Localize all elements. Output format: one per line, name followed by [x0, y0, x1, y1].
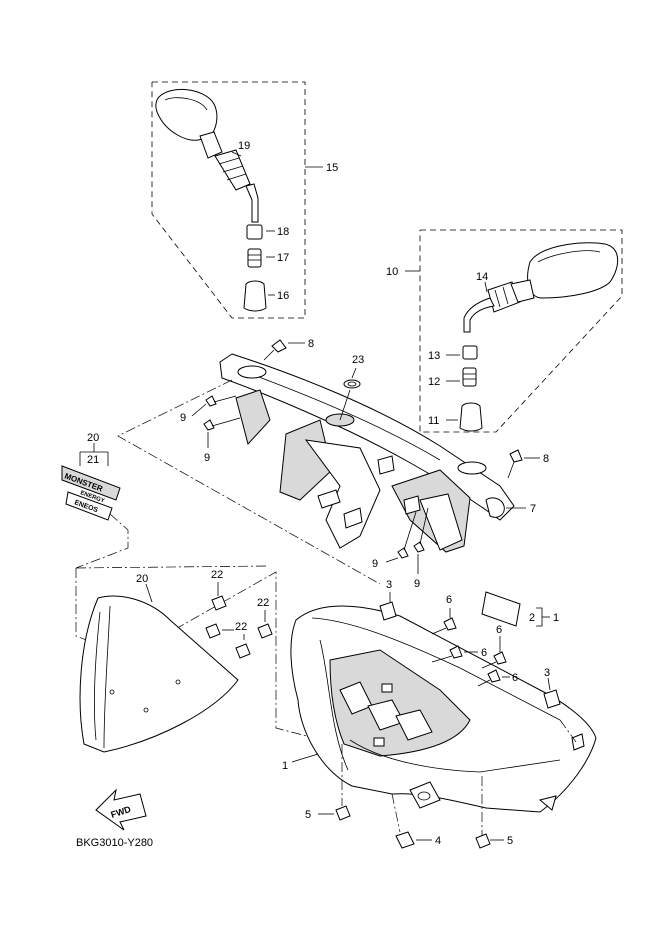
mirror-left-boot: [214, 149, 251, 191]
bracket-hole-left: [237, 365, 267, 379]
callout-22b: 22: [235, 621, 247, 633]
label-plate: 2 1: [481, 591, 559, 627]
screws-5: 5 5: [305, 744, 513, 849]
mirror-left-stem: [199, 131, 223, 159]
mirror-left-base: [243, 280, 267, 312]
callout-20a: 20: [87, 432, 99, 444]
rubber-grommets: 22 22 22: [205, 569, 273, 659]
screws-8: 8 8: [263, 338, 549, 479]
callout-22a: 22: [211, 569, 223, 581]
callout-18: 18: [277, 226, 289, 238]
callout-9b: 9: [204, 452, 210, 464]
callout-15: 15: [326, 162, 338, 174]
callout-9c: 9: [372, 558, 378, 570]
bracket-hole-right: [457, 461, 487, 475]
callout-3b: 3: [544, 667, 550, 679]
callout-1: 1: [553, 612, 559, 624]
callout-9d: 9: [414, 578, 420, 590]
mirror-right-base: [459, 402, 483, 432]
callout-5a: 5: [305, 809, 311, 821]
callout-4: 4: [435, 835, 441, 847]
callout-6c: 6: [496, 624, 502, 636]
callout-16: 16: [277, 290, 289, 302]
reference-lines: [75, 379, 381, 741]
bracket-stay: 7: [219, 353, 536, 553]
callout-1b: 1: [282, 760, 288, 772]
decal-eneos: [65, 491, 113, 521]
mirror-right-head: [527, 242, 619, 299]
callout-6b: 6: [481, 647, 487, 659]
decal-monster: [61, 465, 121, 501]
screws-9: 9 9 9 9: [180, 395, 429, 590]
callout-21: 21: [87, 454, 99, 466]
mirror-right-rod: [463, 297, 495, 333]
windscreen: 20: [79, 573, 239, 753]
callout-3a: 3: [386, 579, 392, 591]
callout-22c: 22: [257, 597, 269, 609]
callout-20b: 20: [136, 573, 148, 585]
fwd-arrow: FWD: [95, 788, 147, 831]
decal-set: 20 21 MONSTER ENERGY ENEOS: [61, 432, 129, 569]
grommet: 23: [339, 354, 364, 421]
mirror-left-head: [155, 88, 218, 141]
callout-13: 13: [428, 350, 440, 362]
mirror-left-rod: [245, 183, 259, 223]
mirror-left-assembly: 19 18 17 16 15: [151, 81, 338, 319]
callout-14: 14: [476, 271, 488, 283]
callout-8b: 8: [543, 453, 549, 465]
mirror-right-nut: [462, 345, 478, 360]
clips-3: 3 3: [379, 579, 561, 709]
callout-17: 17: [277, 252, 289, 264]
mirror-right-assembly: 14 13 12 11 10: [386, 229, 623, 433]
callout-6d: 6: [512, 672, 518, 684]
callout-2: 2: [529, 612, 535, 624]
drawing-code: BKG3010-Y280: [76, 837, 153, 849]
callout-8a: 8: [308, 338, 314, 350]
screw-4: 4: [391, 793, 441, 849]
callout-9a: 9: [180, 412, 186, 424]
callout-10: 10: [386, 266, 398, 278]
callout-23: 23: [352, 354, 364, 366]
mirror-left-nut: [246, 224, 263, 240]
callout-6a: 6: [446, 594, 452, 606]
front-cowling: 1: [282, 605, 597, 813]
mirror-right-adapter: [462, 367, 477, 387]
callout-12: 12: [428, 376, 440, 388]
callout-19: 19: [238, 140, 250, 152]
screws-6: 6 6 6 6: [431, 594, 518, 687]
callout-7: 7: [530, 503, 536, 515]
mirror-left-adapter: [247, 248, 262, 268]
callout-5b: 5: [507, 835, 513, 847]
callout-11: 11: [428, 415, 439, 427]
